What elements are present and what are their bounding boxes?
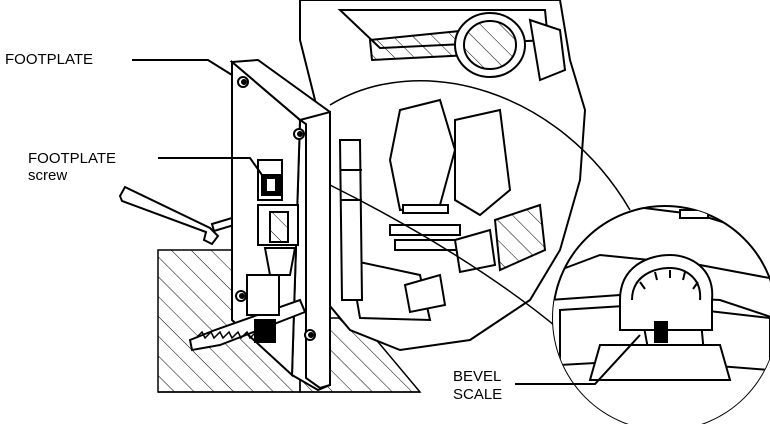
footplate-part (229, 58, 331, 392)
bevel-scale-label-line1: BEVEL (453, 368, 502, 385)
saw-blade (188, 274, 307, 352)
bevel-scale-leader (515, 334, 641, 385)
bevel-scale-label-line2: SCALE (453, 386, 503, 403)
footplate-leader (132, 59, 233, 76)
footplate-screw-leader (158, 157, 263, 176)
tool-body (299, 0, 587, 352)
bevel-scale-inset (329, 79, 770, 429)
footplate-screw-label-line1: FOOTPLATE (28, 150, 117, 167)
leader-lines (132, 59, 641, 385)
footplate-label: FOOTPLATE (5, 51, 94, 68)
footplate-screw-label-line2: screw (28, 167, 68, 184)
